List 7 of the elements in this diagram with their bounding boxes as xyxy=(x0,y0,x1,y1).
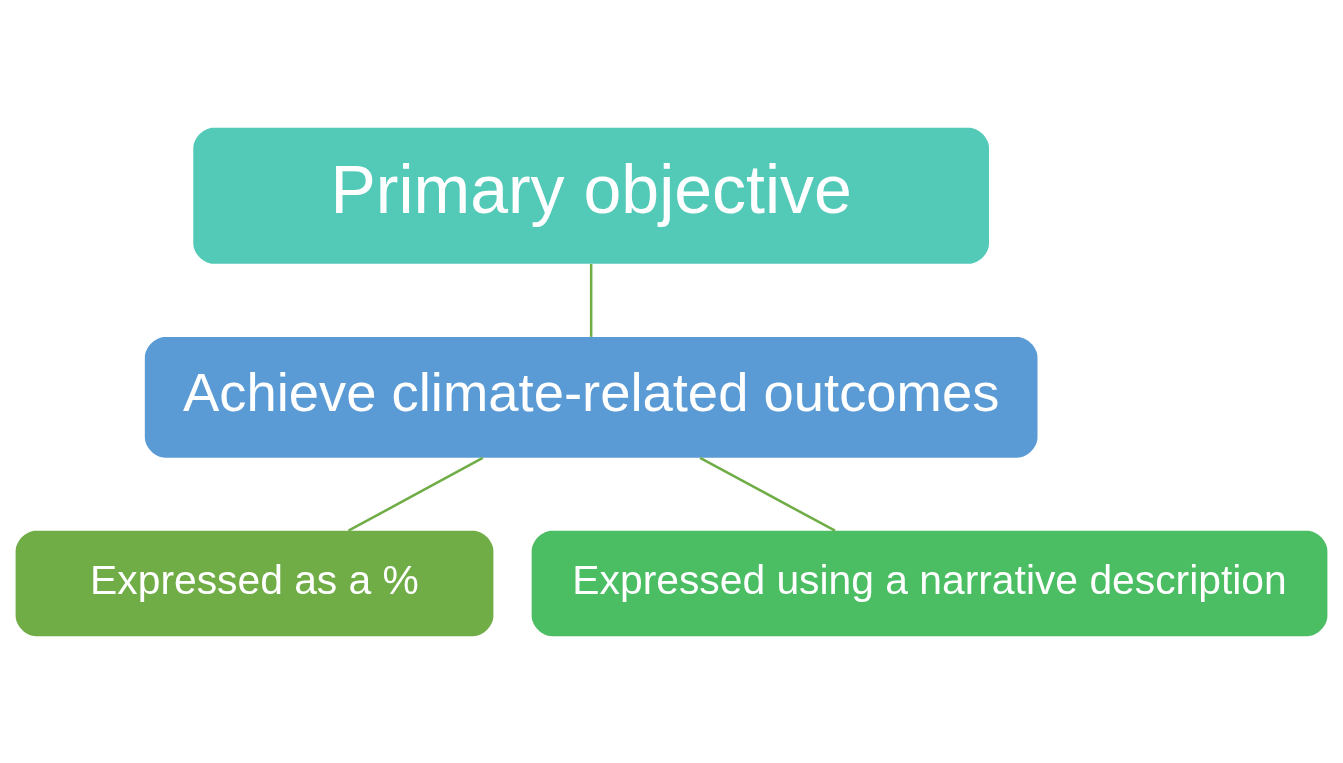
node-box: Achieve climate-related outcomes xyxy=(144,336,1038,458)
node-box: Expressed using a narrative description xyxy=(531,530,1328,636)
node-box: Primary objective xyxy=(193,127,990,264)
connector xyxy=(347,456,484,532)
connector xyxy=(589,263,593,337)
node-box: Expressed as a % xyxy=(15,530,494,636)
connector xyxy=(699,456,836,532)
